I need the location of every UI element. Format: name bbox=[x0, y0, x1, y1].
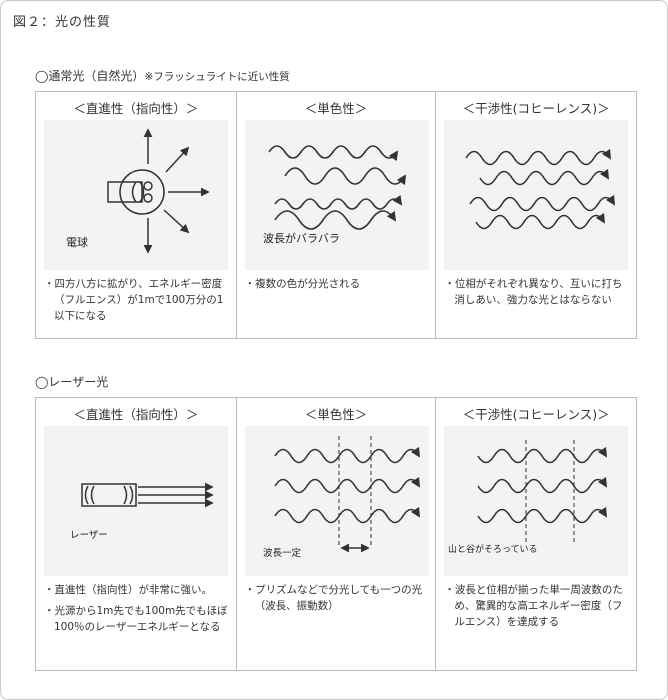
wave-line bbox=[475, 212, 606, 230]
wave-line bbox=[469, 194, 616, 212]
natural-directivity-illustration: 電球 bbox=[44, 120, 228, 270]
laser-directivity-cell: ＜直進性（指向性）＞ bbox=[36, 398, 237, 670]
natural-light-note: ※フラッシュライトに近い性質 bbox=[144, 71, 290, 83]
natural-monochromaticity-desc: ・複数の色が分光される bbox=[245, 276, 432, 297]
laser-light-heading: ◯レーザー光 bbox=[35, 373, 108, 390]
laser-monochromaticity-title: ＜単色性＞ bbox=[304, 407, 368, 422]
bulb-label: 電球 bbox=[66, 235, 88, 249]
natural-light-title: ◯通常光（自然光） bbox=[35, 69, 145, 83]
aligned-phase-label: 山と谷がそろっている bbox=[448, 543, 538, 555]
wave-line bbox=[477, 506, 608, 524]
natural-coherence-cell: ＜干渉性(コヒーレンス)＞ ・位相がそれぞれ異なり、互いに打ち消しあい、強力な光… bbox=[436, 92, 636, 338]
laser-monochromaticity-desc: ・プリズムなどで分光しても一つの光（波長、振動数） bbox=[245, 582, 432, 619]
natural-monochromaticity-cell: ＜単色性＞ 波長がバラバラ ・複数の色が分光される bbox=[237, 92, 437, 338]
figure-title: 図２：光の性質 bbox=[13, 15, 112, 30]
wave-line bbox=[274, 210, 396, 230]
wave-line bbox=[268, 145, 398, 162]
parallel-beam-arrows bbox=[138, 482, 214, 508]
laser-directivity-title: ＜直進性（指向性）＞ bbox=[73, 407, 199, 422]
desc-text: ・光源から1m先でも100m先でもほぼ100％のレーザーエネルギーとなる bbox=[44, 605, 228, 633]
laser-coherence-title: ＜干渉性(コヒーレンス)＞ bbox=[462, 407, 610, 422]
natural-directivity-cell: ＜直進性（指向性）＞ bbox=[36, 92, 237, 338]
wave-line bbox=[479, 168, 610, 186]
desc-text: ・位相がそれぞれ異なり、互いに打ち消しあい、強力な光とはならない bbox=[444, 278, 623, 306]
bulb-icon bbox=[107, 169, 165, 215]
wave-line bbox=[273, 446, 420, 464]
laser-monochromaticity-cell: ＜単色性＞ bbox=[237, 398, 437, 670]
wave-line bbox=[477, 446, 608, 464]
random-waves-illustration: 波長がバラバラ bbox=[244, 120, 429, 270]
natural-coherence-title: ＜干渉性(コヒーレンス)＞ bbox=[462, 101, 610, 116]
constant-wavelength-label: 波長一定 bbox=[263, 547, 302, 559]
wave-line bbox=[477, 476, 608, 494]
natural-directivity-title: ＜直進性（指向性）＞ bbox=[73, 101, 199, 116]
laser-light-grid: ＜直進性（指向性）＞ bbox=[35, 397, 637, 671]
wave-line bbox=[283, 167, 406, 186]
desc-text: ・プリズムなどで分光しても一つの光（波長、振動数） bbox=[244, 584, 423, 612]
natural-light-grid: ＜直進性（指向性）＞ bbox=[35, 91, 637, 339]
out-of-phase-waves-illustration bbox=[444, 120, 629, 270]
laser-light-title: ◯レーザー光 bbox=[35, 375, 109, 389]
laser-coherence-cell: ＜干渉性(コヒーレンス)＞ 山と谷がそろっている bbox=[436, 398, 636, 670]
random-waves-label: 波長がバラバラ bbox=[263, 231, 340, 245]
laser-coherence-desc: ・波長と位相が揃った単一周波数のため、驚異的な高エネルギー密度（フルエンス）を達… bbox=[444, 582, 632, 635]
desc-text: ・複数の色が分光される bbox=[244, 278, 361, 290]
laser-label: レーザー bbox=[70, 530, 108, 541]
desc-text: ・波長と位相が揃った単一周波数のため、驚異的な高エネルギー密度（フルエンス）を達… bbox=[444, 584, 623, 628]
natural-light-heading: ◯通常光（自然光）※フラッシュライトに近い性質 bbox=[35, 67, 290, 84]
constant-wavelength-illustration: 波長一定 bbox=[244, 426, 429, 576]
natural-coherence-desc: ・位相がそれぞれ異なり、互いに打ち消しあい、強力な光とはならない bbox=[444, 276, 632, 313]
laser-directivity-desc: ・直進性（指向性）が非常に強い。 ・光源から1m先でも100m先でもほぼ100％… bbox=[44, 582, 232, 640]
laser-directivity-illustration: レーザー bbox=[44, 426, 228, 576]
natural-monochromaticity-title: ＜単色性＞ bbox=[304, 101, 368, 116]
in-phase-waves-illustration: 山と谷がそろっている bbox=[444, 426, 629, 576]
wave-line bbox=[273, 476, 420, 494]
radiating-arrows bbox=[143, 128, 210, 254]
wave-line bbox=[465, 148, 612, 166]
natural-directivity-desc: ・四方八方に拡がり、エネルギー密度（フルエンス）が1mで100万分の1以下になる bbox=[44, 276, 232, 329]
desc-text: ・直進性（指向性）が非常に強い。 bbox=[44, 584, 212, 596]
wave-line bbox=[274, 194, 402, 210]
laser-device-icon bbox=[81, 483, 137, 507]
desc-text: ・四方八方に拡がり、エネルギー密度（フルエンス）が1mで100万分の1以下になる bbox=[44, 278, 224, 322]
wave-line bbox=[273, 506, 420, 524]
